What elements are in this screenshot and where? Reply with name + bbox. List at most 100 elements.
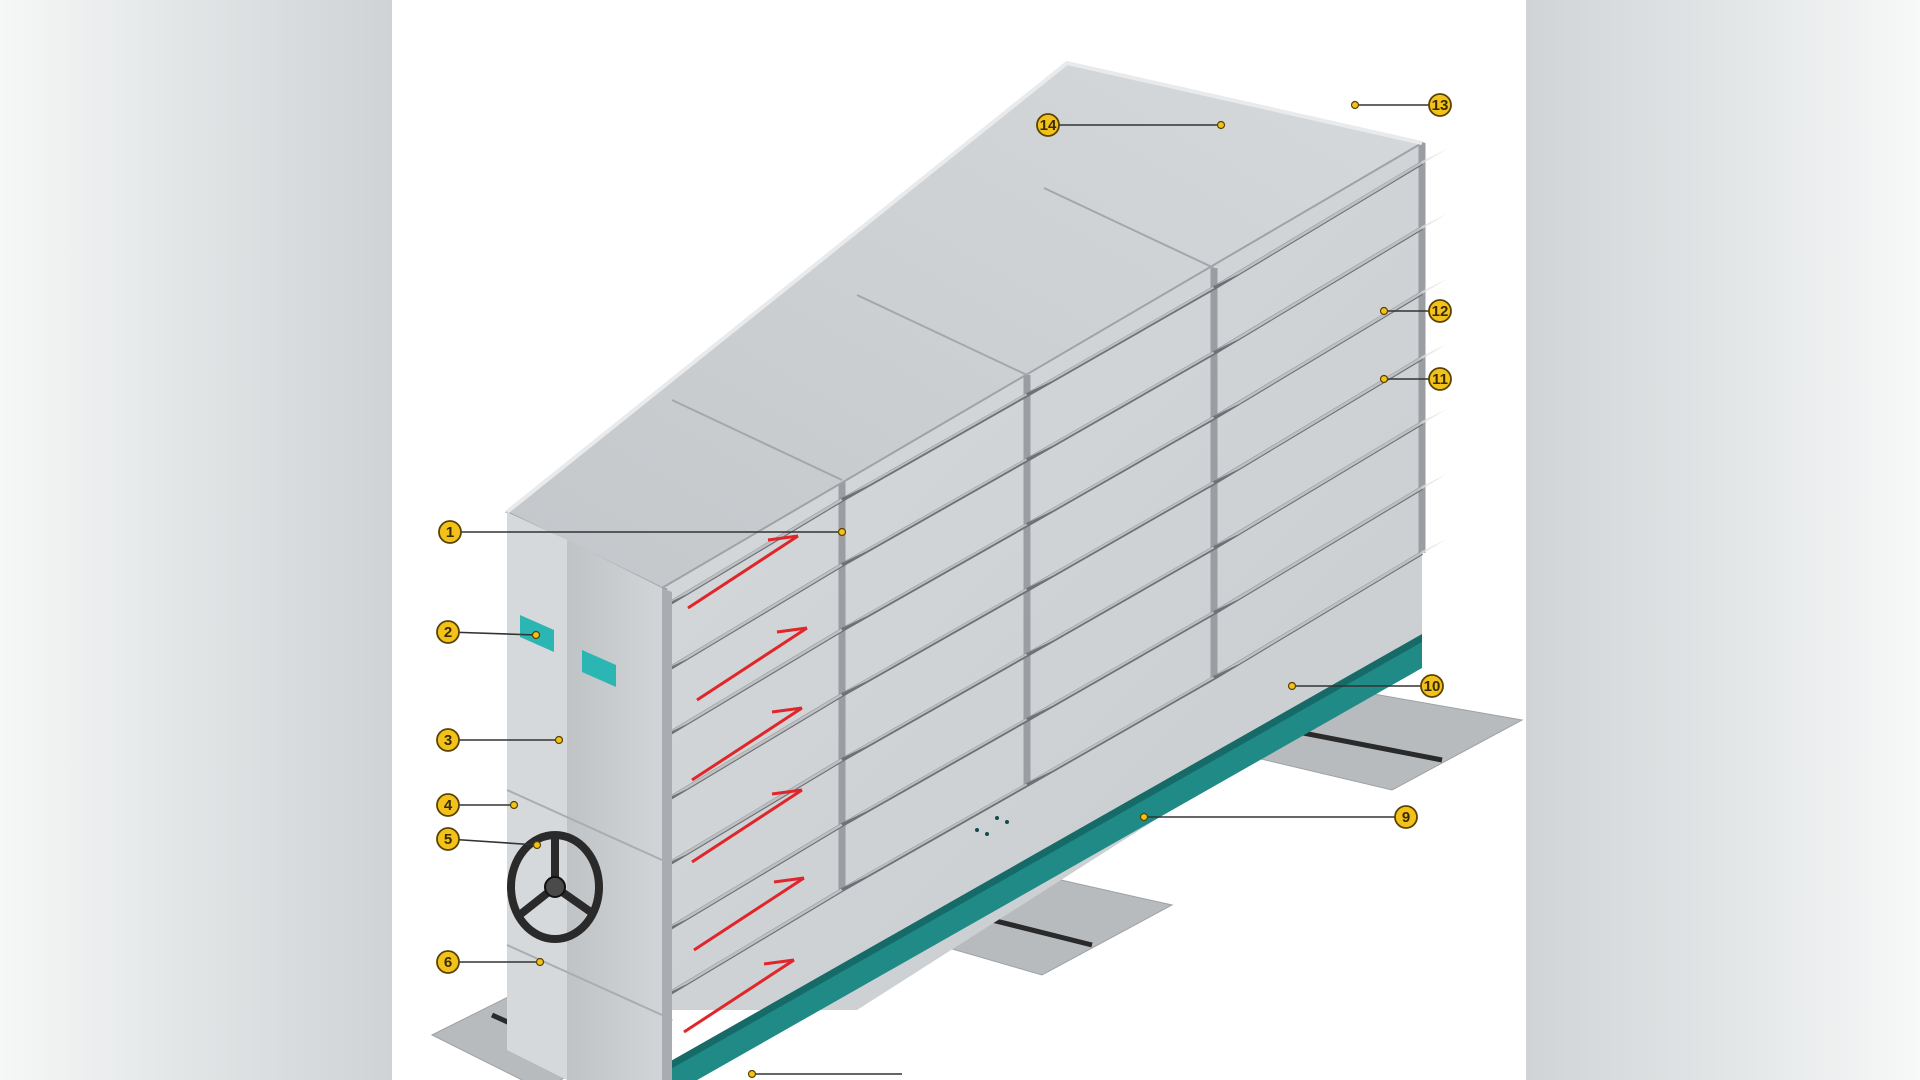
callout-anchor-dot (1379, 374, 1389, 384)
load-arrow-head (773, 876, 805, 884)
top-seam-1 (671, 399, 843, 481)
callout-badge (436, 728, 460, 752)
shelf-board (662, 616, 867, 736)
hand-wheel-rim (507, 831, 603, 943)
callout-badge (436, 950, 460, 974)
load-arrow (687, 534, 799, 610)
callout-anchor-dot (532, 840, 542, 850)
callout-number: 3 (444, 732, 452, 749)
callout-badge (438, 520, 462, 544)
callout-9: 9 (1139, 805, 1418, 829)
top-panel-seams (671, 187, 1215, 481)
load-arrow-head (776, 626, 808, 634)
callout-2: 2 (436, 620, 541, 644)
shelf-board (1027, 599, 1239, 718)
shelf-board (1027, 274, 1239, 393)
blurred-backdrop-left (0, 0, 392, 1080)
load-arrow (696, 626, 808, 702)
carriage-bolt (995, 816, 999, 820)
shelf-board (842, 381, 1052, 498)
callout-anchor-dot (535, 957, 545, 967)
callout-number: 1 (446, 524, 454, 541)
callout-anchor-dot (531, 630, 541, 640)
callout-anchor-dot (747, 1069, 757, 1079)
shelf-board (842, 576, 1052, 693)
callout-number: 13 (1432, 97, 1449, 114)
load-arrow (693, 876, 805, 952)
callout-anchor-dot (554, 735, 564, 745)
callout-badge (1428, 367, 1452, 391)
callout-number: 11 (1432, 371, 1448, 388)
shelf-board (662, 486, 867, 606)
carriage-bolt (985, 832, 989, 836)
callout-12: 12 (1379, 299, 1452, 323)
callout-6: 6 (436, 950, 545, 974)
callout-badge (1394, 805, 1418, 829)
shelf-board (842, 771, 1052, 888)
blurred-backdrop-right (1526, 0, 1920, 1080)
shelf-board (662, 811, 867, 931)
callout-3: 3 (436, 728, 564, 752)
carriage-bolt (1005, 820, 1009, 824)
callout-10: 10 (1287, 674, 1444, 698)
shelf-board (1214, 149, 1447, 286)
callout-number: 6 (444, 954, 452, 971)
carriage-bolt (975, 828, 979, 832)
shelf-board (1214, 279, 1447, 416)
shelf-board (1027, 404, 1239, 523)
shelf-board (662, 551, 867, 671)
callout-4: 4 (436, 793, 519, 817)
hand-wheel-hub (544, 876, 566, 898)
callout-anchor-dot (1379, 306, 1389, 316)
carriage-top-edge (662, 634, 1422, 1074)
load-direction-arrows (683, 534, 808, 1034)
shelf-board (1214, 214, 1447, 351)
shelf-board (1214, 409, 1447, 546)
callout-number: 4 (444, 797, 453, 814)
shelf-board (842, 706, 1052, 823)
callout-number: 10 (1424, 678, 1441, 695)
label-holder-2 (582, 650, 616, 687)
shelf-board (662, 746, 867, 866)
top-seam-3 (1043, 187, 1215, 269)
end-panel (506, 512, 672, 1080)
callout-badge (1428, 93, 1452, 117)
callout-anchor-dot (1287, 681, 1297, 691)
load-arrow-head (771, 788, 803, 796)
top-seam-2 (856, 294, 1028, 376)
shelf-board (842, 641, 1052, 758)
shelf-board (1027, 469, 1239, 588)
callout-anchor-dot (1139, 812, 1149, 822)
callout-badge (436, 827, 460, 851)
callout-number: 2 (444, 624, 452, 641)
hand-wheel-icon (507, 831, 603, 943)
shelf-board (1214, 474, 1447, 611)
load-arrow (683, 958, 795, 1034)
callout-number: 12 (1432, 303, 1449, 320)
shelf-board (1027, 534, 1239, 653)
callout-14: 14 (1036, 113, 1226, 137)
load-arrow-head (767, 534, 799, 542)
shelf-board (1027, 339, 1239, 458)
load-arrow-head (771, 706, 803, 714)
shelf-board (662, 876, 867, 996)
top-panel-edge (505, 60, 1423, 514)
callout-anchor-dot (1350, 100, 1360, 110)
callout-13: 13 (1350, 93, 1452, 117)
callout-badge (436, 793, 460, 817)
callout-1: 1 (438, 520, 847, 544)
shelf-board (842, 446, 1052, 563)
load-arrow-head (763, 958, 795, 966)
callout-badge (1420, 674, 1444, 698)
shelf-board (842, 511, 1052, 628)
callout-number: 5 (444, 831, 452, 848)
callout-number: 14 (1040, 117, 1057, 134)
callout-badge (1036, 113, 1060, 137)
callout-anchor-dot (1216, 120, 1226, 130)
callout-leader (447, 631, 537, 636)
callout-11: 11 (1379, 367, 1452, 391)
